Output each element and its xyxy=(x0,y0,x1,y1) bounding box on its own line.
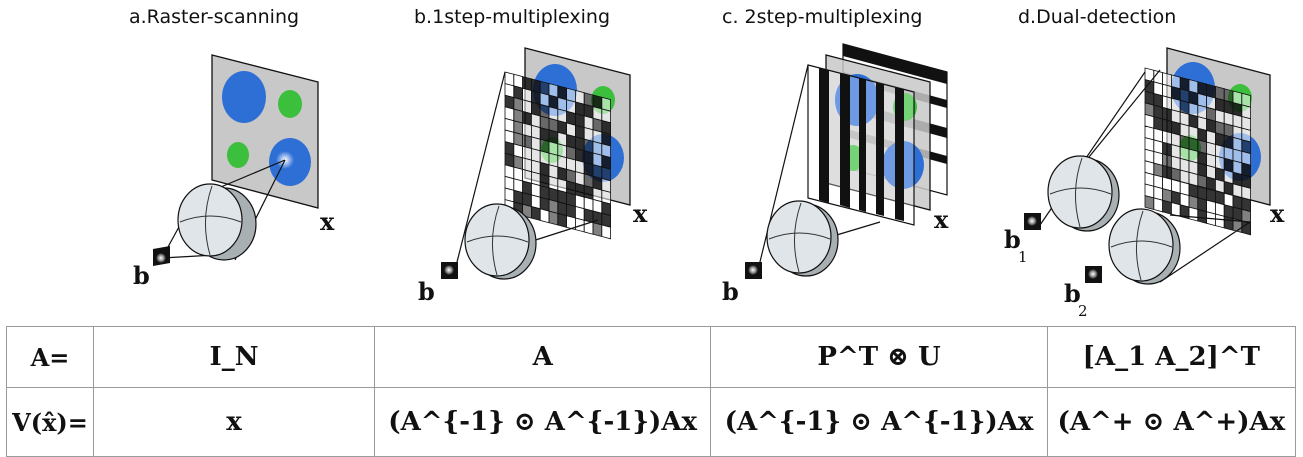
green-blob xyxy=(278,90,302,118)
imaging-schematics: x b x b xyxy=(133,43,1285,320)
table-cell: A xyxy=(373,326,712,388)
mask-cell xyxy=(557,212,567,228)
b-label: b xyxy=(133,261,150,290)
mask-cell xyxy=(548,210,559,226)
x-label: x xyxy=(934,205,949,234)
panel-d: x b 1 b 2 xyxy=(1004,47,1285,320)
mask-cell xyxy=(601,224,611,240)
b2-label: b xyxy=(1064,279,1081,308)
detector-2 xyxy=(1085,266,1102,283)
x-label: x xyxy=(320,207,335,236)
panel-b-title: b.1step-multiplexing xyxy=(414,6,611,28)
lens xyxy=(464,203,537,280)
panel-b: x b xyxy=(418,47,648,306)
lens xyxy=(177,183,257,261)
mask-cell xyxy=(1153,197,1163,213)
mask-cell xyxy=(1223,215,1234,231)
table-cell: [A_1 A_2]^T xyxy=(1046,326,1297,388)
mask-cell xyxy=(1162,199,1172,215)
b-label: b xyxy=(722,277,739,306)
mask-cell xyxy=(531,205,541,221)
blue-blob xyxy=(222,71,266,123)
table-row: A= I_N A P^T ⊗ U [A_1 A_2]^T xyxy=(6,326,1297,388)
vertical-pattern xyxy=(807,64,915,226)
x-label: x xyxy=(633,199,648,228)
panel-d-title: d.Dual-detection xyxy=(1018,6,1177,28)
mask-cell xyxy=(1215,213,1225,229)
panel-a-title: a.Raster-scanning xyxy=(129,6,300,28)
row-header: A= xyxy=(6,326,94,388)
b1-subscript: 1 xyxy=(1018,248,1028,266)
detector xyxy=(153,246,170,267)
mask-cell xyxy=(1197,208,1207,224)
table-cell: (A^+ ⊙ A^+)Ax xyxy=(1046,387,1297,457)
mask-cell xyxy=(1188,206,1199,222)
panel-a: x b xyxy=(133,54,335,290)
table-cell: (A^{-1} ⊙ A^{-1})Ax xyxy=(373,387,712,457)
equation-table: A= I_N A P^T ⊗ U [A_1 A_2]^T V(x̂)= x (A… xyxy=(6,326,1297,457)
b-label: b xyxy=(418,277,435,306)
detector xyxy=(441,262,458,279)
table-cell: (A^{-1} ⊙ A^{-1})Ax xyxy=(710,387,1048,457)
mask-cell xyxy=(592,222,603,238)
mask-pattern xyxy=(1144,67,1251,236)
sample-plane xyxy=(211,54,319,209)
mask-cell xyxy=(1171,201,1181,217)
lens xyxy=(766,200,839,277)
mask-cell xyxy=(1241,220,1251,236)
b2-subscript: 2 xyxy=(1078,302,1088,320)
panel-c: x b xyxy=(722,43,949,306)
panel-c-title: c. 2step-multiplexing xyxy=(722,6,923,28)
detector xyxy=(745,262,762,279)
green-blob xyxy=(227,142,249,168)
mask-cell xyxy=(1144,195,1155,211)
row-header: V(x̂)= xyxy=(6,387,94,457)
table-cell: P^T ⊗ U xyxy=(710,326,1048,388)
x-label: x xyxy=(1270,199,1285,228)
lens-2 xyxy=(1108,208,1181,285)
mask-pattern xyxy=(504,71,611,240)
mask-cell xyxy=(539,208,550,224)
table-cell: I_N xyxy=(93,326,375,388)
detector-1 xyxy=(1024,213,1041,230)
lens-1 xyxy=(1047,155,1120,232)
table-row: V(x̂)= x (A^{-1} ⊙ A^{-1})Ax (A^{-1} ⊙ A… xyxy=(6,387,1297,457)
b1-label: b xyxy=(1004,225,1021,254)
table-cell: x xyxy=(93,387,375,457)
